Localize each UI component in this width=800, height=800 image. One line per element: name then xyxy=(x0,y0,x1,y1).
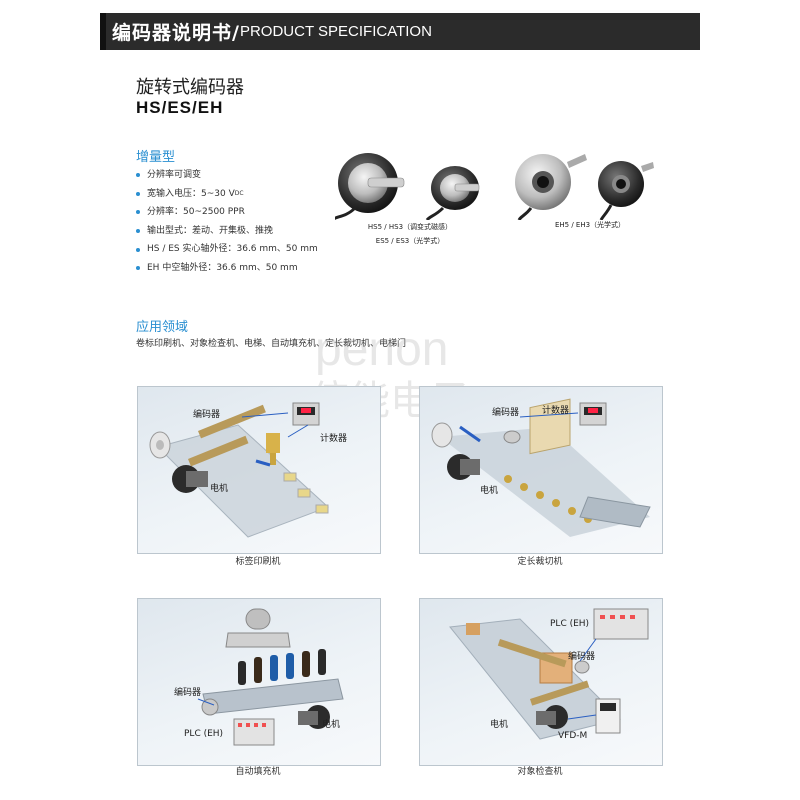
voltage-subscript: DC xyxy=(234,189,244,197)
hs-caption: HS5 / HS3（调变式磁感） ES5 / ES3（光学式） xyxy=(367,223,453,245)
watermark-latin: penon xyxy=(315,323,449,376)
cutting-machine-illustration xyxy=(431,398,651,537)
page-header: 编码器说明书/ PRODUCT SPECIFICATION xyxy=(100,13,700,50)
feature-item: 分辨率可调变 xyxy=(136,166,318,185)
incremental-heading: 增量型 xyxy=(136,150,176,165)
bullet-icon xyxy=(136,210,140,215)
label-plc: PLC (EH) xyxy=(550,619,590,629)
caption-cutting-machine: 定长裁切机 xyxy=(517,557,563,567)
encoder-hs3-image xyxy=(425,166,480,220)
encoder-hs5-image xyxy=(335,153,405,220)
bullet-icon xyxy=(136,266,140,271)
header-subtitle: PRODUCT SPECIFICATION xyxy=(239,23,432,40)
label-encoder: 编码器 xyxy=(568,652,596,662)
label-plc: PLC (EH) xyxy=(184,729,224,739)
feature-item: 输出型式：差动、开集极、推挽 xyxy=(136,222,318,241)
label-vfd: VFD-M xyxy=(558,731,588,741)
feature-item: 分辨率：50~2500 PPR xyxy=(136,203,318,222)
filling-machine-illustration xyxy=(197,608,344,746)
label-motor: 电机 xyxy=(210,484,229,494)
label-motor: 电机 xyxy=(490,720,509,730)
feature-item: HS / ES 实心轴外径：36.6 mm、50 mm xyxy=(136,240,318,259)
panel-label-printer: 编码器 计数器 电机 xyxy=(137,386,381,554)
encoder-eh3-image xyxy=(598,161,654,220)
panel-cutting-machine: 编码器 计数器 电机 xyxy=(419,386,663,554)
caption-label-printer: 标签印刷机 xyxy=(235,557,281,567)
bullet-icon xyxy=(136,191,140,196)
product-title: 旋转式编码器 xyxy=(136,77,244,98)
bullet-icon xyxy=(136,173,140,178)
panel-inspection-machine: PLC (EH) 编码器 电机 VFD-M xyxy=(419,598,663,766)
caption-filling-machine: 自动填充机 xyxy=(235,767,281,777)
header-accent-bar xyxy=(100,13,106,50)
eh-caption: EH5 / EH3（光学式） xyxy=(554,221,626,229)
bullet-icon xyxy=(136,229,140,234)
feature-item: EH 中空轴外径：36.6 mm、50 mm xyxy=(136,259,318,278)
bullet-icon xyxy=(136,247,140,252)
label-encoder: 编码器 xyxy=(174,688,202,698)
product-models: HS/ES/EH xyxy=(136,98,224,117)
label-encoder: 编码器 xyxy=(492,408,520,418)
label-motor: 电机 xyxy=(480,486,499,496)
panel-filling-machine: 编码器 电机 PLC (EH) xyxy=(137,598,381,766)
inspection-machine-illustration xyxy=(449,608,649,740)
encoder-product-images xyxy=(335,153,654,220)
label-counter: 计数器 xyxy=(542,406,570,416)
encoder-eh5-image xyxy=(515,154,587,220)
caption-inspection-machine: 对象检查机 xyxy=(517,767,563,777)
label-printer-illustration xyxy=(149,402,329,538)
applications-heading: 应用领域 xyxy=(136,320,189,335)
header-title: 编码器说明书/ xyxy=(112,22,240,44)
label-motor: 电机 xyxy=(322,720,341,730)
label-encoder: 编码器 xyxy=(193,410,221,420)
applications-list: 卷标印刷机、对象检查机、电梯、自动填充机、定长裁切机、电梯门 xyxy=(136,339,407,349)
label-counter: 计数器 xyxy=(320,434,348,444)
